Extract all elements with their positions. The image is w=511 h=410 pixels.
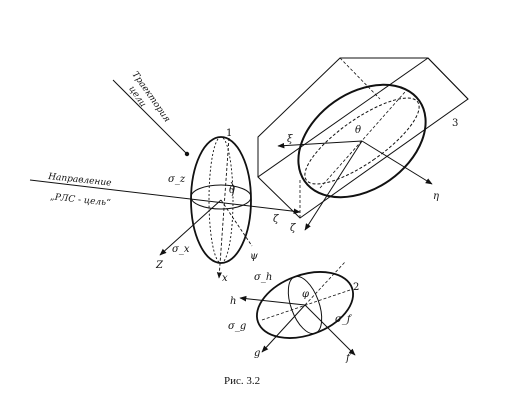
ellipsoid-1: 1 σ_z σ_x Z x ψ ζ θ [29,79,301,284]
ellipsoid-3: 3 ξ η ζ θ [257,57,469,234]
ellipsoid-1-sigma-z-label: σ_z [168,174,186,185]
box-edge-top [339,57,381,100]
ellipsoid-1-meridian [208,136,234,264]
ellipsoid-1-number: 1 [226,128,232,139]
ellipsoid-3-theta-label: θ [355,125,361,136]
ellipsoid-1-x-label: x [222,273,228,284]
ellipsoid-2-sigma-g-label: σ_g [228,321,246,332]
direction-annotation: Направление „РЛС - цель“ [47,172,112,209]
ellipsoid-1-theta-label: θ [229,185,235,196]
direction-line [29,179,301,215]
ellipsoid-2-sigma-f-label: σ_f [335,314,353,325]
ellipsoid-1-psi-axis [220,199,253,247]
box-back-edges [257,57,428,177]
trajectory-line [112,79,187,154]
figure-caption: Рис. 3.2 [224,375,260,387]
ellipsoid-3-xi-label: ξ [287,134,293,145]
box-edge-right [427,57,469,100]
ellipsoid-1-equator [190,184,252,210]
ellipsoid-2-h-label: h [230,296,236,307]
ellipsoid-2-f-axis [304,304,356,356]
ellipsoid-2-h-axis [239,295,306,306]
ellipsoid-2-long-axis [261,289,351,321]
ellipsoid-1-vertical-axis [216,137,230,279]
ellipsoid-2: 2 σ_h h σ_g g σ_f f φ [228,261,359,364]
ellipsoid-1-theta-arc [230,181,235,197]
ellipsoid-2-g-label: g [254,348,260,359]
target-dot [184,151,190,157]
ellipsoid-3-outline [297,83,427,199]
direction-line-2: „РЛС - цель“ [50,191,112,208]
ellipsoid-2-g-axis [261,304,306,353]
ellipsoid-3-eta-axis [361,140,433,185]
ellipsoid-2-sigma-h-label: σ_h [254,272,272,283]
ellipsoid-1-psi-label: ψ [250,251,258,262]
ellipsoid-3-number: 3 [452,118,458,129]
ellipsoid-2-f-label: f [345,353,352,364]
ellipsoid-3-xi-axis [277,140,363,149]
ellipsoid-3-section [304,97,420,185]
trajectory-annotation: Траектория цели [126,70,172,124]
ellipsoid-1-zeta-label: ζ [273,214,279,225]
ellipsoid-3-zeta-label: ζ [290,223,296,234]
ellipsoid-1-z-axis [159,199,222,256]
ellipsoid-1-sigma-x-label: σ_x [172,244,190,255]
ellipsoid-1-z-label: Z [155,260,164,271]
ellipsoid-3-eta-label: η [433,191,439,202]
ellipsoid-3-major-axis [319,91,406,189]
ellipsoid-3-zeta-axis [304,140,363,231]
ellipsoid-2-phi-label: φ [302,289,309,300]
ellipsoid-2-number: 2 [353,282,359,293]
